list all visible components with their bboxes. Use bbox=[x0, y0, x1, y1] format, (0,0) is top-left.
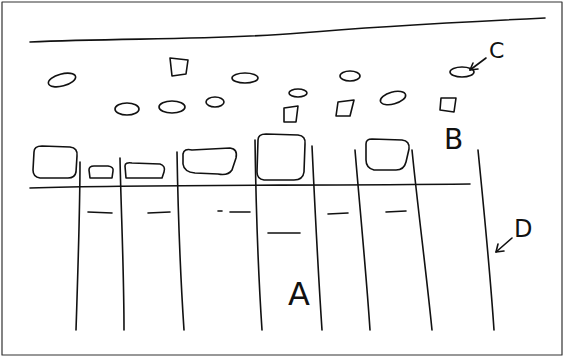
part-letter: A bbox=[288, 278, 310, 310]
part-letter: D bbox=[514, 217, 532, 241]
large-cells bbox=[33, 134, 409, 180]
dashes bbox=[88, 211, 406, 233]
oval-particles bbox=[47, 67, 474, 115]
top-surface-line bbox=[30, 18, 545, 42]
base-line bbox=[30, 184, 470, 188]
part-letter: B bbox=[444, 126, 463, 154]
angular-particles bbox=[170, 58, 456, 122]
columns bbox=[76, 140, 494, 330]
leader-arrows bbox=[470, 58, 512, 252]
part-letter: C bbox=[489, 40, 504, 62]
